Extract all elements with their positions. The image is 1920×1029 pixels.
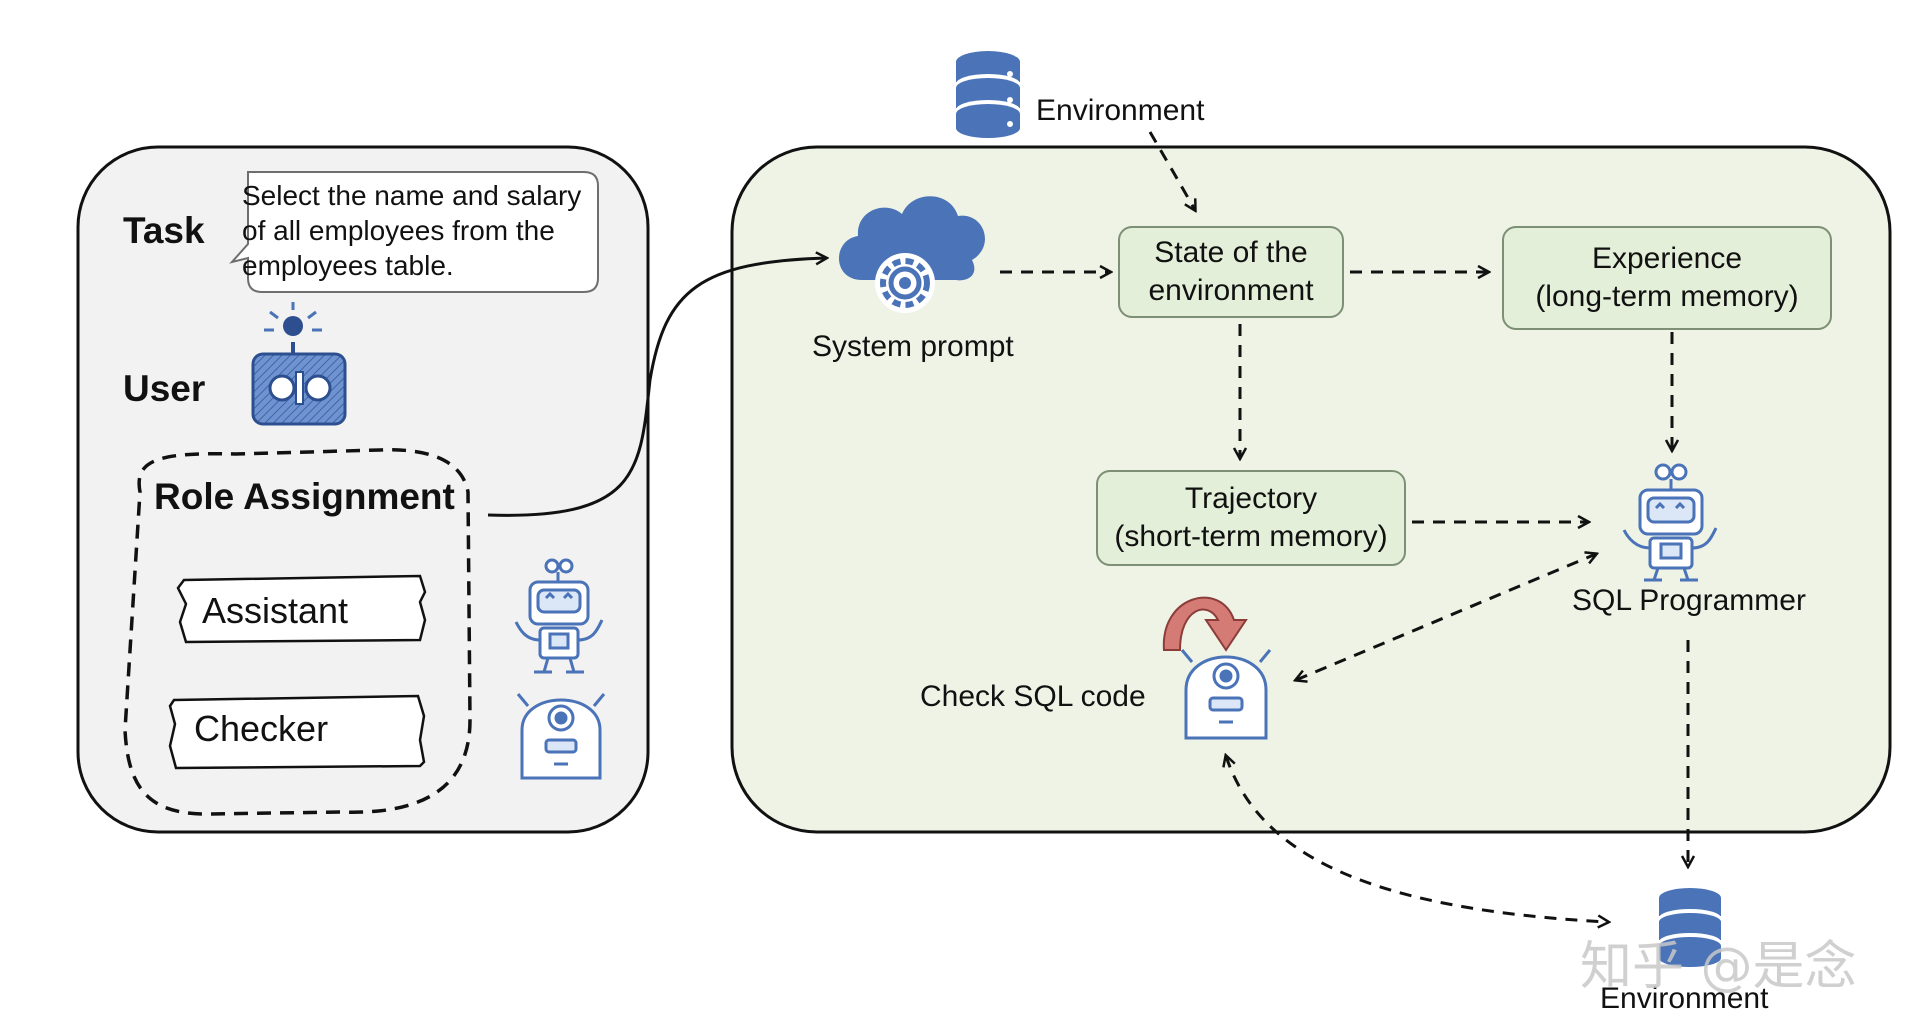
check-sql-label: Check SQL code: [920, 680, 1146, 713]
task-bubble-line: of all employees from the: [242, 215, 555, 246]
watermark: 知乎 @是念: [1580, 937, 1857, 997]
state-box-line: State of the: [1154, 236, 1308, 269]
task-heading: Task: [123, 210, 205, 251]
checker-environment-arrow: [1226, 756, 1608, 922]
task-speech-bubble: [229, 171, 599, 293]
system-prompt-label: System prompt: [812, 330, 1014, 363]
checker-label: Checker: [194, 708, 329, 749]
environment-to-state-arrow: [1148, 131, 1195, 210]
self-check-loop-icon: [1162, 596, 1248, 652]
sql-programmer-robot-icon: [1622, 463, 1718, 582]
checker-monster-icon: [516, 693, 606, 780]
task-bubble-text: Select the name and salary of all employ…: [242, 178, 581, 283]
assistant-label: Assistant: [202, 590, 349, 631]
environment-bottom-label: Environment: [1600, 982, 1769, 1015]
environment-top-label: Environment: [1036, 94, 1205, 127]
assistant-role-box: [176, 574, 427, 644]
role-to-prompt-arrow: [487, 258, 826, 517]
cloud-gear-icon: [838, 196, 985, 313]
database-icon-top: [956, 51, 1020, 138]
trajectory-box-line: (short-term memory): [1114, 520, 1388, 553]
experience-box: Experience (long-term memory): [1502, 226, 1832, 330]
checker-role-box: [168, 694, 426, 770]
sql-programmer-label: SQL Programmer: [1572, 584, 1806, 617]
user-heading: User: [123, 368, 206, 409]
trajectory-box-line: Trajectory: [1184, 482, 1318, 515]
database-icon-bottom: [1659, 888, 1721, 967]
state-of-environment-box: State of the environment: [1118, 226, 1344, 318]
experience-box-line: (long-term memory): [1535, 280, 1799, 313]
experience-box-line: Experience: [1591, 242, 1743, 275]
assistant-robot-icon: [514, 558, 604, 674]
user-controller-icon: [251, 302, 347, 426]
state-box-line: environment: [1148, 274, 1314, 307]
task-bubble-line: Select the name and salary: [242, 180, 582, 211]
role-assignment-heading: Role Assignment: [154, 476, 455, 517]
left-panel: [76, 145, 650, 834]
trajectory-box: Trajectory (short-term memory): [1096, 470, 1406, 566]
role-assignment-region: [123, 448, 472, 816]
checker-monster-icon-right: [1180, 649, 1272, 740]
task-bubble-line: employees table.: [242, 250, 454, 281]
